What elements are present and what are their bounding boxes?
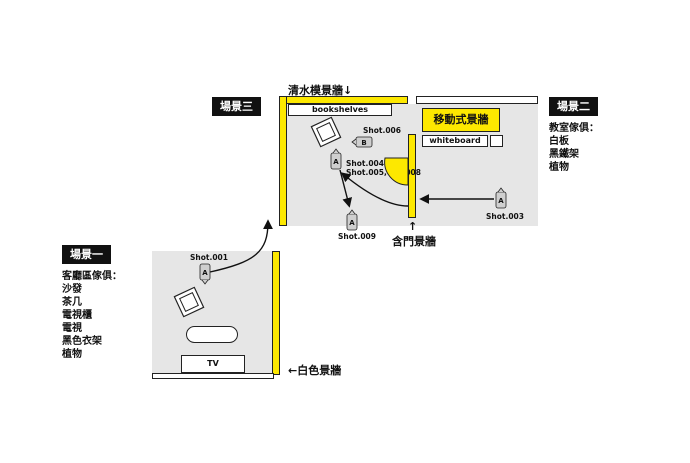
list-item: 茶几	[62, 297, 82, 308]
list-item: 植物	[549, 162, 569, 173]
camera-letter: A	[349, 219, 355, 227]
scene1-furniture-title: 客廳區傢俱：	[62, 271, 122, 282]
door-wall-arrow: ↑	[408, 220, 418, 233]
shot-009-label: Shot.009	[338, 232, 376, 241]
scene3-tag: 場景三	[212, 97, 261, 116]
coffee-table	[186, 326, 238, 343]
door-wall-label: 含門景牆	[392, 235, 436, 248]
scene2-tag: 場景二	[549, 97, 598, 116]
list-item: 植物	[62, 349, 82, 360]
scene2-top-wall	[416, 96, 538, 104]
sofa-scene3	[310, 116, 342, 148]
arrow-shot005	[340, 172, 409, 207]
scene2-furniture-title: 教室傢俱：	[549, 123, 599, 134]
camera-shot006	[351, 136, 373, 148]
scene1-furniture-list: 客廳區傢俱： 沙發 茶几 電視櫃 電視 黑色衣架 植物	[62, 270, 122, 361]
concrete-wall-label: 清水模景牆↓	[288, 84, 353, 97]
shot-005-label: Shot.005,007,008	[346, 168, 421, 177]
shot-006-label: Shot.006	[363, 126, 401, 135]
camera-letter: A	[498, 197, 504, 205]
list-item: 電視	[62, 323, 82, 334]
camera-shot009	[346, 209, 358, 231]
list-item: 黑色衣架	[62, 336, 102, 347]
list-item: 黑鐵架	[549, 149, 579, 160]
sofa-scene1	[173, 286, 205, 318]
list-item: 沙發	[62, 284, 82, 295]
white-wall-label: ←白色景牆	[288, 364, 342, 377]
scene1-white-wall	[272, 251, 280, 375]
scene3-left-wall	[279, 96, 287, 226]
movable-wall-label: 移動式景牆	[433, 113, 489, 126]
shot-004-label: Shot.004	[346, 159, 384, 168]
whiteboard-stand	[490, 135, 503, 147]
camera-shot001	[199, 263, 211, 285]
shot-003-label: Shot.003	[486, 212, 524, 221]
bookshelves: bookshelves	[288, 104, 392, 116]
arrow-shot009	[339, 169, 353, 208]
shot-001-label: Shot.001	[190, 253, 228, 262]
whiteboard: whiteboard	[422, 135, 488, 147]
camera-shot004	[330, 148, 342, 170]
movable-wall: 移動式景牆	[422, 108, 500, 132]
camera-letter: B	[361, 139, 366, 147]
camera-shot003	[495, 187, 507, 209]
tv-cabinet: TV	[181, 355, 245, 373]
scene2-furniture-list: 教室傢俱： 白板 黑鐵架 植物	[549, 122, 599, 174]
arrow-scene1-to-scene3	[209, 219, 273, 273]
list-item: 電視櫃	[62, 310, 92, 321]
door-swing	[384, 157, 409, 186]
camera-letter: A	[333, 158, 339, 166]
scene1-tag: 場景一	[62, 245, 111, 264]
camera-letter: A	[202, 269, 208, 277]
scene1-bottom-wall	[152, 373, 274, 379]
list-item: 白板	[549, 136, 569, 147]
